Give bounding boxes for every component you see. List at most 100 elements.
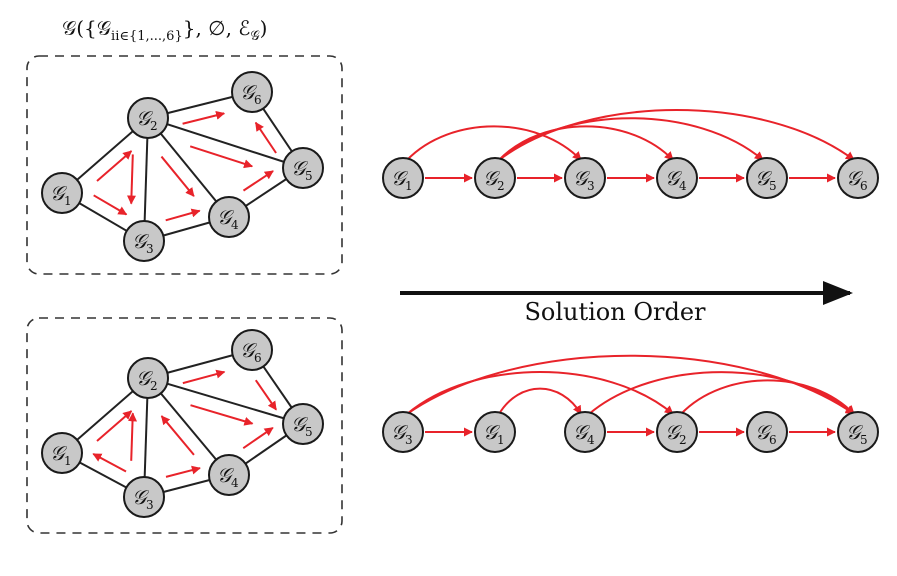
- graph1-arrow-2-6: [182, 110, 226, 125]
- graph2-arrow-1-2: [96, 410, 133, 442]
- order2-node-5-index: 5: [860, 433, 868, 447]
- graph2-edge-2-4: [147, 377, 230, 476]
- order2-node-4-index: 4: [587, 433, 595, 447]
- graph1-edge-2-5: [147, 117, 304, 169]
- graph-frame-top: [26, 55, 343, 275]
- order1-node-6-circle: [837, 157, 879, 199]
- order1-long-arrow-2-6: [498, 109, 855, 161]
- graph1-arrow-2-5: [189, 145, 254, 169]
- graph2-node-5-label: 𝒢: [291, 412, 309, 436]
- order1-node-5-label: 𝒢: [755, 166, 773, 190]
- graph2-edge-2-5: [147, 377, 304, 425]
- order1-node-1-circle: [382, 157, 424, 199]
- order1-node-3-circle: [564, 157, 606, 199]
- graph2-node-2-index: 2: [150, 379, 158, 393]
- order2-node-6-circle: [746, 411, 788, 453]
- graph2-node-1-index: 1: [64, 454, 72, 468]
- graph-frame-bottom: [26, 317, 343, 534]
- graph2-arrow-4-2: [160, 415, 195, 456]
- order2-node-1-label: 𝒢: [483, 420, 501, 444]
- graph2-node-1-circle: [41, 432, 83, 474]
- graph2-node-2-circle: [127, 357, 169, 399]
- graph2-arrow-2-5: [190, 404, 254, 426]
- order2-node-5-label: 𝒢: [846, 420, 864, 444]
- graph1-node-4-circle: [208, 196, 250, 238]
- graph2-node-1-label: 𝒢: [50, 441, 68, 465]
- order2-node-5-circle: [837, 411, 879, 453]
- graph2-arrow-3-4: [165, 465, 201, 478]
- graph2-node-3-circle: [123, 476, 165, 518]
- graph2-node-4-label: 𝒢: [217, 463, 235, 487]
- graph2-node-6-circle: [231, 329, 273, 371]
- order1-node-5-index: 5: [769, 179, 777, 193]
- order1-node-2-index: 2: [497, 179, 505, 193]
- order2-long-arrow-3-5: [406, 354, 855, 415]
- graph1-node-5-index: 5: [305, 169, 313, 183]
- graph1-node-3-label: 𝒢: [132, 229, 150, 253]
- graph2-node-3-index: 3: [146, 498, 154, 512]
- order1-long-arrow-2-5: [498, 117, 764, 161]
- order2-node-3-index: 3: [405, 433, 413, 447]
- graph2-arrow-4-5: [242, 426, 274, 449]
- order2-node-4-circle: [564, 411, 606, 453]
- graph1-arrow-1-3: [93, 194, 128, 216]
- order1-long-arrow-2-4: [498, 125, 674, 161]
- graph1-node-2-circle: [127, 97, 169, 139]
- order1-node-4-index: 4: [679, 179, 687, 193]
- order1-node-4-label: 𝒢: [665, 166, 683, 190]
- order2-long-arrow-4-5: [588, 371, 855, 415]
- graph2-node-4-circle: [208, 454, 250, 496]
- order2-node-1-circle: [474, 411, 516, 453]
- graph1-edge-2-4: [147, 117, 230, 218]
- order2-node-3-label: 𝒢: [391, 420, 409, 444]
- order1-node-1-label: 𝒢: [391, 166, 409, 190]
- graph1-node-5-circle: [282, 147, 324, 189]
- order2-node-2-label: 𝒢: [665, 420, 683, 444]
- order1-node-2-label: 𝒢: [483, 166, 501, 190]
- solution-order-label: Solution Order: [524, 298, 706, 326]
- graph1-node-1-circle: [41, 172, 83, 214]
- graph1-arrow-1-2: [96, 150, 133, 182]
- graph2-arrow-3-1: [92, 452, 127, 473]
- graph2-node-3-label: 𝒢: [132, 485, 150, 509]
- graph1-node-4-label: 𝒢: [217, 205, 235, 229]
- graph1-arrow-4-5: [242, 170, 274, 192]
- graph2-node-2-label: 𝒢: [136, 366, 154, 390]
- graph1-arrow-2-4: [160, 155, 195, 197]
- graph1-arrow-5-6: [254, 121, 277, 154]
- graph1-node-4-index: 4: [231, 218, 239, 232]
- order2-node-6-label: 𝒢: [755, 420, 773, 444]
- graph2-node-6-index: 6: [254, 351, 262, 365]
- graph-title: 𝒢({𝒢ii∈{1,...,6}}, ∅, ℰ𝒢): [62, 16, 267, 44]
- graph2-node-6-label: 𝒢: [240, 338, 258, 362]
- order1-long-arrow-1-3: [406, 125, 582, 161]
- graph1-arrow-3-4: [165, 208, 201, 222]
- order2-node-3-circle: [382, 411, 424, 453]
- graph1-node-3-circle: [123, 220, 165, 262]
- order1-node-3-index: 3: [587, 179, 595, 193]
- graph2-node-5-index: 5: [305, 425, 313, 439]
- graph1-node-1-label: 𝒢: [50, 181, 68, 205]
- order2-node-1-index: 1: [497, 433, 505, 447]
- graph2-arrow-3-2: [128, 412, 138, 461]
- graph1-node-6-circle: [231, 71, 273, 113]
